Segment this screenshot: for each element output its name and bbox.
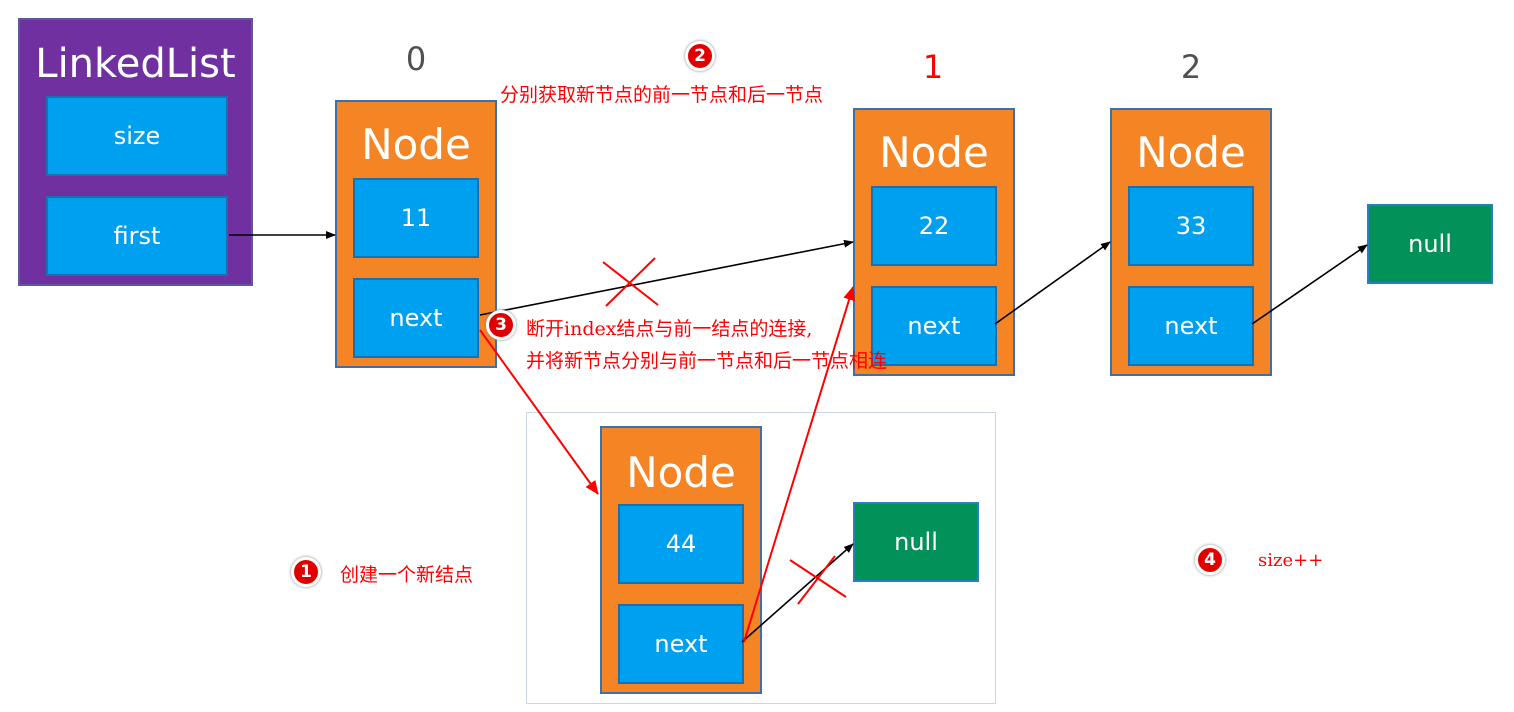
null-box-new: null [853,502,979,582]
step-4-badge: 4 [1195,545,1225,575]
node-2: Node 33 next [1110,108,1272,376]
index-2-label: 2 [1180,48,1202,86]
cross-old-link-b [605,257,656,307]
arrow-node2-to-null [1251,244,1368,325]
linkedlist-title: LinkedList [35,41,236,87]
node-0-next: next [353,278,479,358]
step-1-text: 创建一个新结点 [340,564,474,586]
linkedlist-first-field: first [46,196,228,276]
red-arrow-node0-to-new [479,329,599,495]
step-4-text: size++ [1258,550,1324,571]
new-node-next: next [618,604,744,684]
step-1-badge: 1 [291,557,321,587]
linkedlist-box: LinkedList size first [18,18,253,286]
step-3-text-line2: 并将新节点分别与前一节点和后一节点相连 [526,350,888,372]
node-0-value: 11 [353,178,479,258]
node-1-value: 22 [871,186,997,266]
new-node-title: Node [626,448,736,497]
arrow-node1-to-node2 [994,241,1111,325]
step-2-text: 分别获取新节点的前一节点和后一节点 [500,84,824,106]
node-1-title: Node [879,128,989,177]
cross-old-link-a [602,261,659,306]
index-1-label: 1 [922,48,944,86]
node-2-value: 33 [1128,186,1254,266]
red-arrow-new-to-node1 [743,286,855,643]
new-node-frame [526,412,996,704]
node-0: Node 11 next [335,100,497,368]
node-2-next: next [1128,286,1254,366]
new-node: Node 44 next [600,426,762,694]
node-1: Node 22 next [853,108,1015,376]
node-1-next: next [871,286,997,366]
index-0-label: 0 [405,40,427,78]
step-2-badge: 2 [685,41,715,71]
arrow-node0-to-node1 [479,239,854,316]
node-0-title: Node [361,120,471,169]
arrow-new-to-null [741,543,854,643]
linkedlist-size-field: size [46,96,228,176]
new-node-value: 44 [618,504,744,584]
step-3-badge: 3 [486,310,516,340]
node-2-title: Node [1136,128,1246,177]
step-3-text-line1: 断开index结点与前一结点的连接, [526,318,813,340]
cross-new-null-b [797,555,836,605]
null-box-tail: null [1367,204,1493,284]
